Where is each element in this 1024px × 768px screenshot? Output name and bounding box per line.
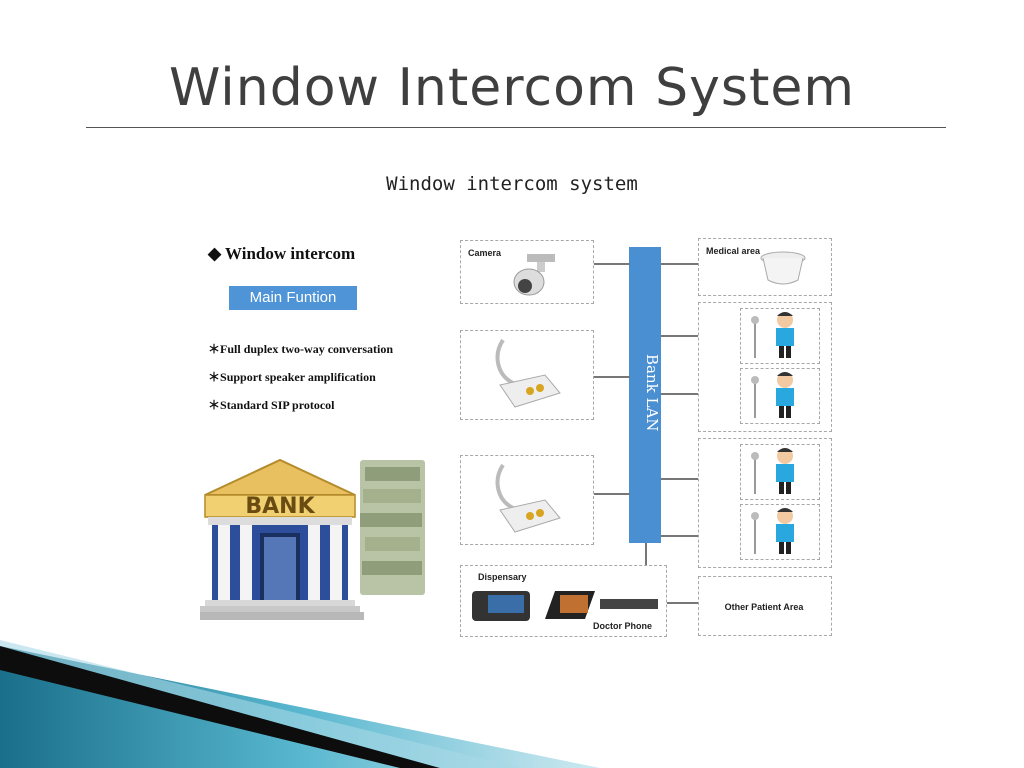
connector-line <box>666 602 698 604</box>
patient-with-microphone-icon <box>751 448 794 494</box>
feature-item: ＊Support speaker amplification <box>208 370 376 384</box>
connector-line <box>645 543 647 565</box>
bank-lan-bar <box>629 247 661 543</box>
doctor-phone-devices-icon <box>472 591 658 621</box>
bank-lan-label: Bank LAN <box>643 354 661 432</box>
feature-text: Support speaker amplification <box>220 370 376 384</box>
window-intercom-device-icon <box>495 338 561 408</box>
patient-with-microphone-icon <box>751 372 794 418</box>
other-patient-area-label: Other Patient Area <box>724 602 804 612</box>
slide-corner-decoration <box>0 640 600 768</box>
intercom-box <box>460 455 594 545</box>
slide-title: Window Intercom System <box>169 58 855 118</box>
other-patient-area-box <box>698 576 832 636</box>
heading-text: Window intercom <box>225 244 356 263</box>
connector-line <box>594 263 630 265</box>
doctor-phone-label: Doctor Phone <box>593 621 653 631</box>
medical-area-label: Medical area <box>706 246 761 256</box>
figure-title: Window intercom system <box>386 173 638 195</box>
camera-icon <box>513 254 555 296</box>
feature-text: Standard SIP protocol <box>220 398 335 412</box>
patient-with-microphone-icon <box>751 312 794 358</box>
connector-line <box>594 376 630 378</box>
dispensary-label: Dispensary <box>478 572 527 582</box>
camera-label: Camera <box>468 248 502 258</box>
connector-line <box>661 263 698 265</box>
main-function-label: Main Funtion <box>229 286 357 310</box>
window-intercom-heading: ◆ Window intercom <box>208 244 355 264</box>
intercom-box <box>460 330 594 420</box>
feature-item: ＊Full duplex two-way conversation <box>208 342 394 356</box>
feature-text: Full duplex two-way conversation <box>220 342 394 356</box>
patient-with-microphone-icon <box>751 508 794 554</box>
bank-sign: BANK <box>245 494 315 519</box>
money-stack-icon <box>360 460 425 595</box>
connector-line <box>594 493 630 495</box>
ceiling-speaker-icon <box>760 251 806 285</box>
diamond-bullet-icon: ◆ <box>208 244 226 263</box>
window-intercom-device-icon <box>495 463 561 533</box>
bank-building-illustration: BANK <box>200 458 425 620</box>
feature-item: ＊Standard SIP protocol <box>208 398 335 412</box>
title-divider <box>86 127 946 128</box>
